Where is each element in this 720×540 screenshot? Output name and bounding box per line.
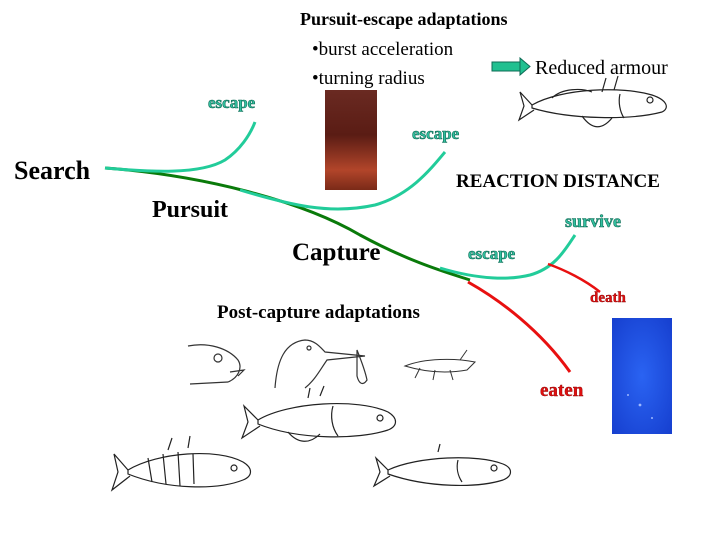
escape-branch-2 <box>239 151 447 211</box>
bullet-turning-radius: •turning radius <box>312 68 425 89</box>
arrow-right-icon <box>491 56 531 77</box>
death-label: death <box>590 290 626 306</box>
escape-branch-1 <box>104 121 257 173</box>
diagram-title: Pursuit-escape adaptations <box>300 9 508 29</box>
eaten-branch <box>467 280 572 373</box>
stage-pursuit: Pursuit <box>152 197 229 223</box>
insect-larva-icon <box>403 349 477 381</box>
survive-label: survive <box>565 211 622 231</box>
predator-photo-red <box>325 90 377 190</box>
escape-label-2: escape <box>412 124 460 143</box>
main-pursuit-path <box>104 166 471 282</box>
predator-photo-blue <box>612 318 672 434</box>
stickleback-fish-icon <box>517 75 667 128</box>
escape-label-3: escape <box>468 244 516 263</box>
reaction-distance-label: REACTION DISTANCE <box>456 171 660 192</box>
heron-icon <box>274 339 368 389</box>
stickleback-fish-icon <box>372 443 512 488</box>
post-capture-title: Post-capture adaptations <box>217 302 420 323</box>
eaten-label: eaten <box>540 380 584 401</box>
escape-label-1: escape <box>208 93 256 112</box>
stickleback-fish-icon <box>240 385 397 442</box>
bullet-burst-acceleration: •burst acceleration <box>312 39 454 60</box>
stickleback-fish-icon <box>110 435 252 492</box>
stage-capture: Capture <box>292 239 381 266</box>
stage-search: Search <box>14 156 91 185</box>
reduced-armour-label: Reduced armour <box>535 57 668 79</box>
fish-head-icon <box>187 344 246 385</box>
death-branch <box>547 262 601 293</box>
escape-branch-3 <box>439 234 577 280</box>
